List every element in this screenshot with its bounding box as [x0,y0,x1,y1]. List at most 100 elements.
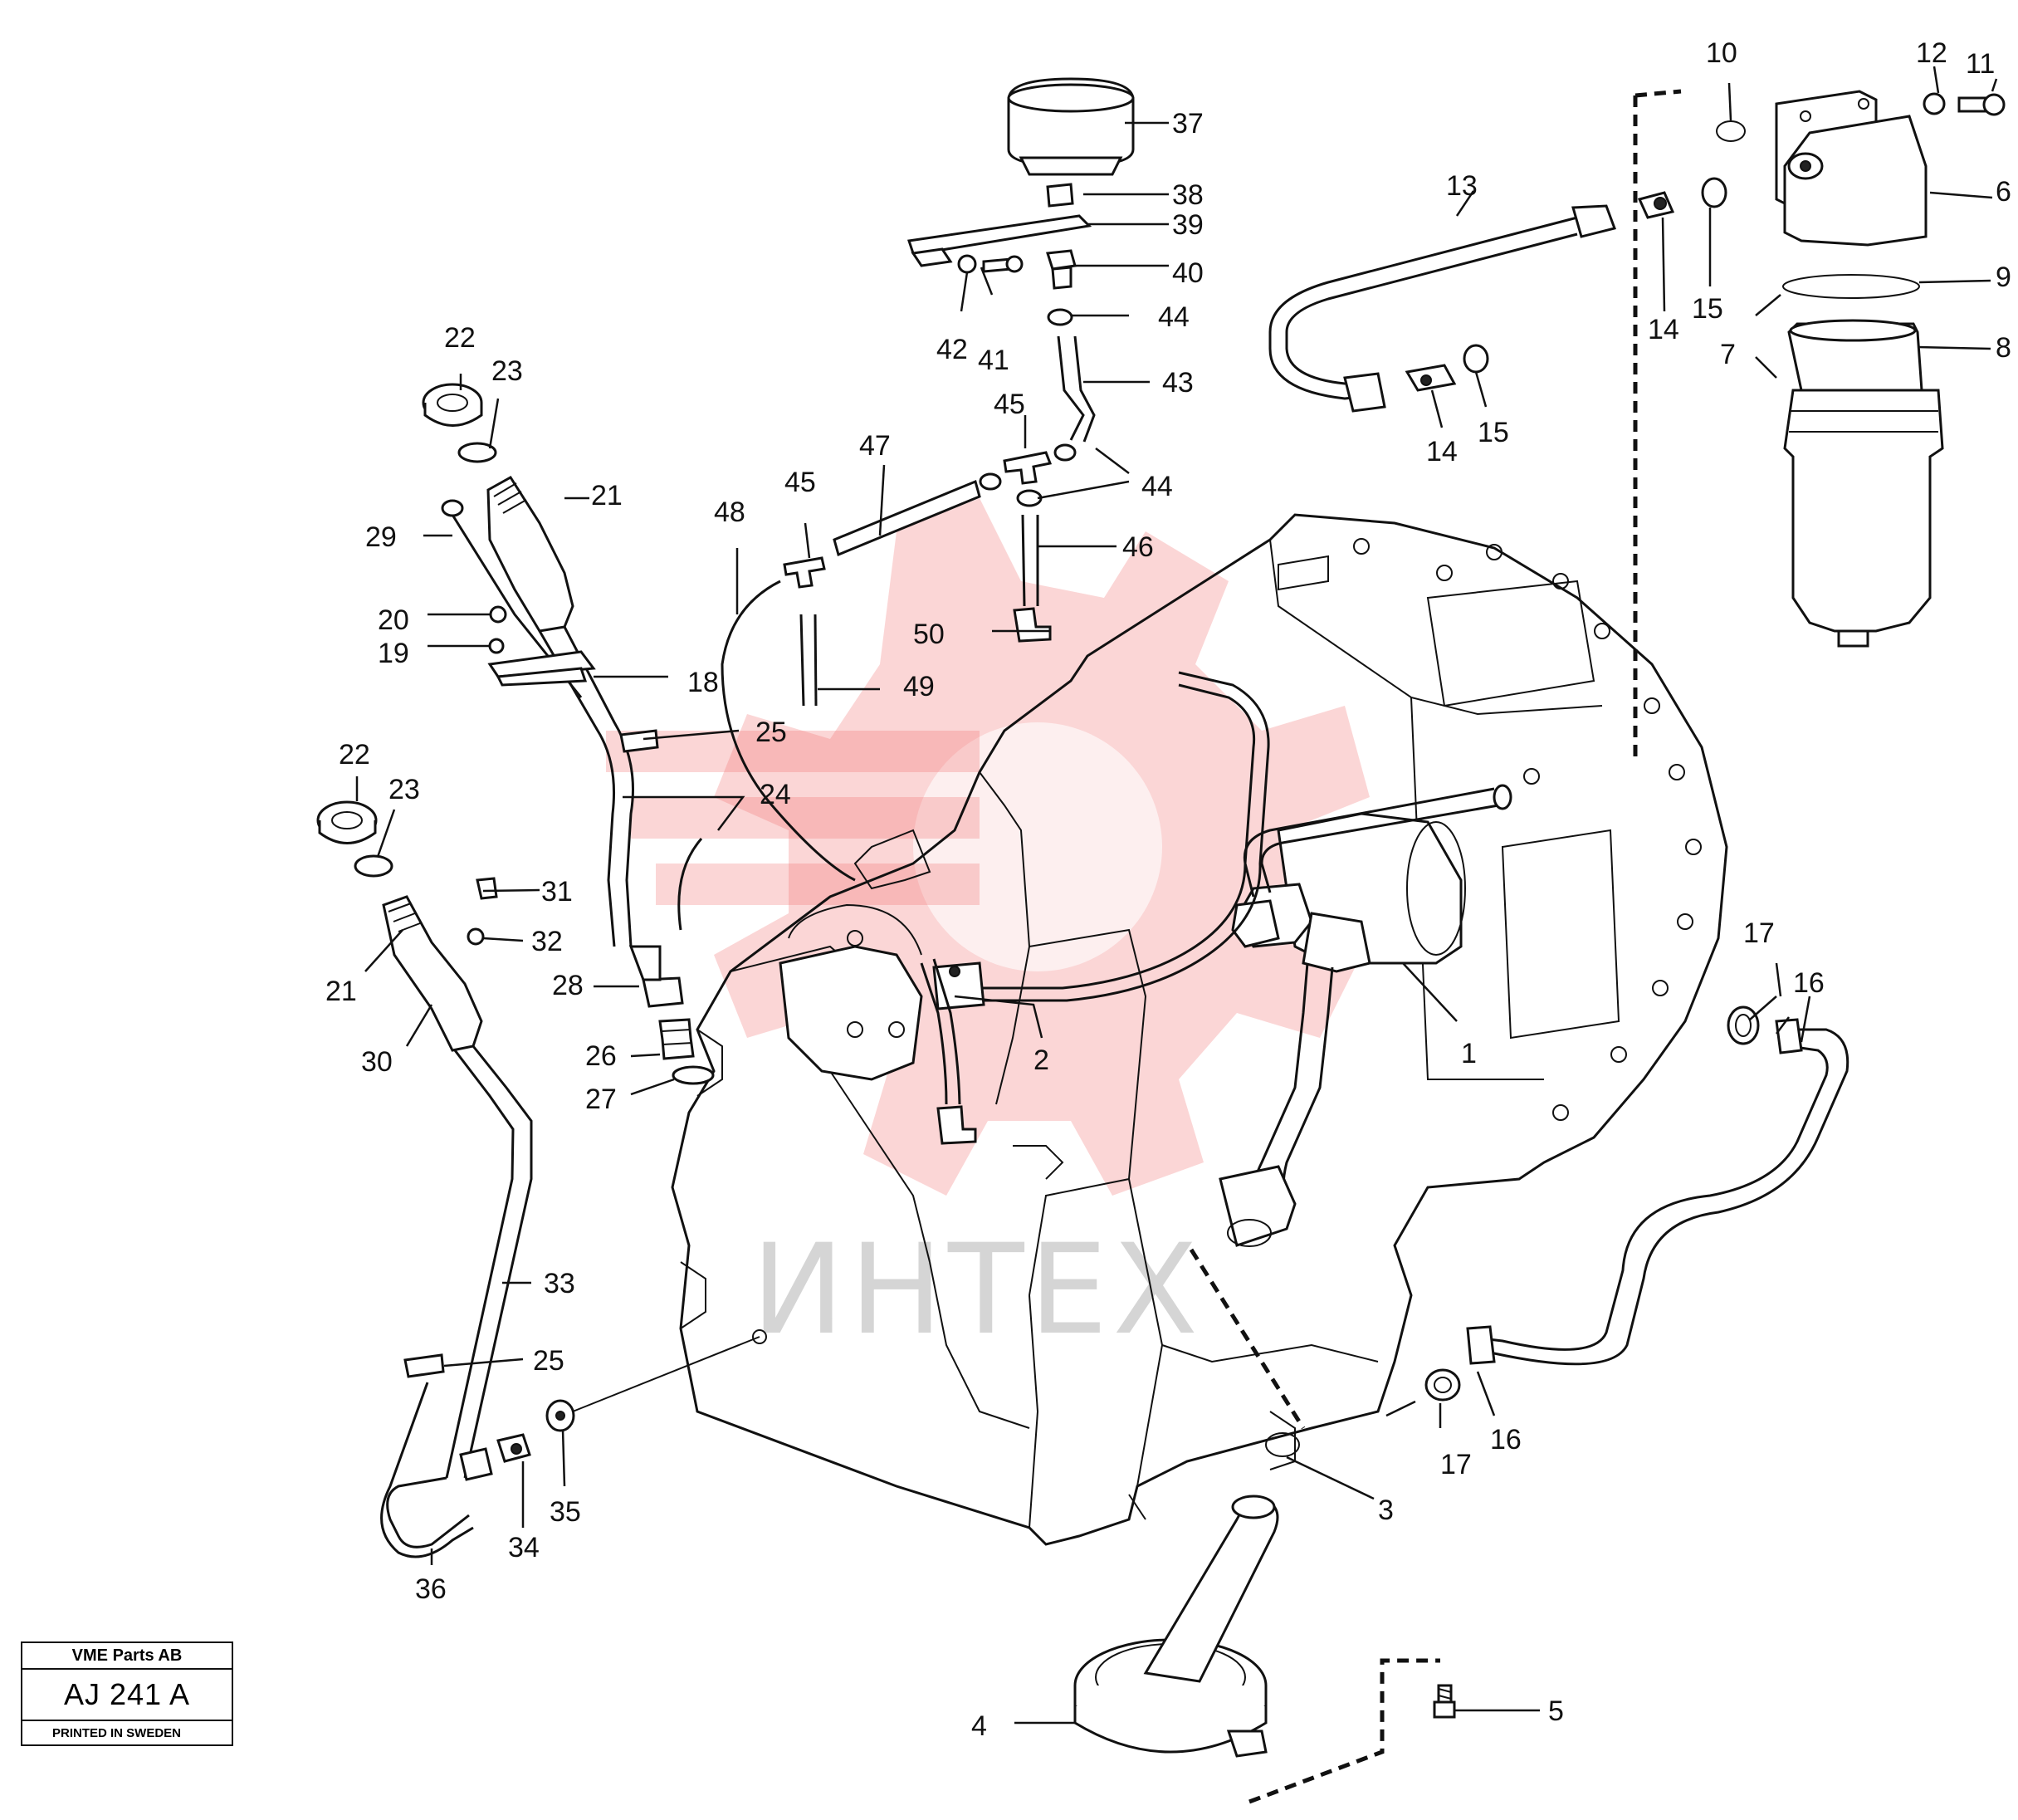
screw-11 [1957,93,2006,116]
washer-35-hole [555,1411,565,1421]
washer-23-upper [457,442,497,463]
title-block: VME Parts AB AJ 241 A PRINTED IN SWEDEN [21,1641,233,1746]
filter-head-6 [1775,90,1928,247]
o-ring-3 [1265,1432,1300,1457]
screw-5 [1433,1684,1456,1719]
clamp-44-mid-left [979,472,1002,491]
hose-16-end-right [1775,1018,1803,1054]
title-block-company: VME Parts AB [22,1643,232,1670]
callout-47: 47 [859,430,891,462]
washer-23-lower [354,854,393,878]
hose-48 [721,580,856,882]
bracket-39 [907,214,1092,267]
callout-5: 5 [1548,1695,1564,1727]
callout-23-lower: 23 [388,774,420,805]
clamp-44-mid-right [1053,443,1077,462]
clamp-17-upper [1727,1005,1760,1045]
hose-24-lower [677,838,703,931]
callout-27: 27 [585,1084,617,1115]
leader-lines [355,66,1998,1725]
tube-36 [380,1382,474,1558]
hose-46 [1021,514,1039,607]
callout-8: 8 [1996,332,2011,364]
callout-14-upper: 14 [1648,314,1679,345]
callout-29: 29 [365,521,397,553]
callout-21-upper: 21 [591,480,623,511]
elbow-50 [1013,607,1052,643]
callout-16-lower: 16 [1490,1424,1522,1456]
callout-42: 42 [936,334,968,365]
flange-pump-left [1231,899,1280,948]
callout-19: 19 [378,638,409,669]
hose-47 [833,479,981,557]
callout-11: 11 [1966,48,1995,80]
callout-20: 20 [378,604,409,636]
watermark-gear-icon [606,498,1370,1196]
callout-35: 35 [550,1496,581,1528]
washer-15-lower [1463,344,1489,374]
screw-41 [982,255,1024,273]
callout-22-lower: 22 [339,739,370,771]
pipe-1-lower [1219,962,1334,1247]
title-block-printed: PRINTED IN SWEDEN [52,1726,182,1740]
washer-19 [488,638,505,654]
callout-15-upper: 15 [1692,293,1723,325]
nipple-38 [1046,183,1074,208]
callout-12: 12 [1916,37,1947,69]
clamp-44-lower [1016,489,1043,507]
hose-16-end-left [1466,1325,1496,1365]
cap-22-upper [422,383,483,427]
callout-26: 26 [585,1040,617,1072]
callout-23-upper: 23 [491,355,523,387]
tee-45-upper [1003,451,1053,485]
nut-42 [957,254,977,274]
valve-block [779,903,923,1081]
callout-13: 13 [1446,170,1478,202]
hose-16 [1481,1028,1849,1366]
callout-45-lower: 45 [784,467,816,498]
callout-4: 4 [971,1710,987,1742]
hose-43 [1057,335,1096,443]
title-block-code: AJ 241 A [22,1670,232,1721]
tube-24 [538,626,634,947]
clamp-44-upper [1047,308,1073,326]
hose-49 [799,614,818,707]
callout-22-upper: 22 [444,322,476,354]
nut-36 [459,1447,493,1481]
pipe-13 [1268,204,1616,413]
assembly-guide-dipstick [1189,1248,1306,1430]
callout-31: 31 [541,876,573,908]
callout-34: 34 [508,1532,540,1563]
watermark-text: ИНТЕХ [751,1218,1203,1363]
callout-2: 2 [1033,1045,1049,1076]
callout-9: 9 [1996,262,2011,293]
callout-41: 41 [978,345,1009,376]
callout-14-lower: 14 [1426,436,1458,467]
washer-27 [672,1065,715,1085]
callout-10: 10 [1706,37,1737,69]
washer-15-upper [1701,177,1727,208]
o-ring-9 [1782,274,1920,299]
callout-44-upper: 44 [1158,301,1190,333]
callout-17-upper: 17 [1743,917,1775,949]
filter-cartridge-8 [1783,319,1944,648]
callout-39: 39 [1172,209,1204,241]
assembly-guide-35 [572,1336,760,1412]
screw-31 [476,877,498,900]
callout-7: 7 [1720,339,1736,370]
fitting-40 [1046,249,1077,290]
washer-12 [1923,92,1946,115]
callout-37: 37 [1172,108,1204,139]
clamp-25-lower [403,1353,445,1378]
connector-14-lower [1405,364,1457,392]
adapter-26 [658,1018,695,1060]
callout-50: 50 [913,619,945,650]
washer-10 [1716,120,1746,142]
nut-32 [467,927,485,946]
callout-44-lower: 44 [1141,471,1173,502]
callout-36: 36 [415,1573,447,1605]
nut-20 [489,605,507,624]
callout-3: 3 [1378,1495,1394,1526]
callout-40: 40 [1172,257,1204,289]
